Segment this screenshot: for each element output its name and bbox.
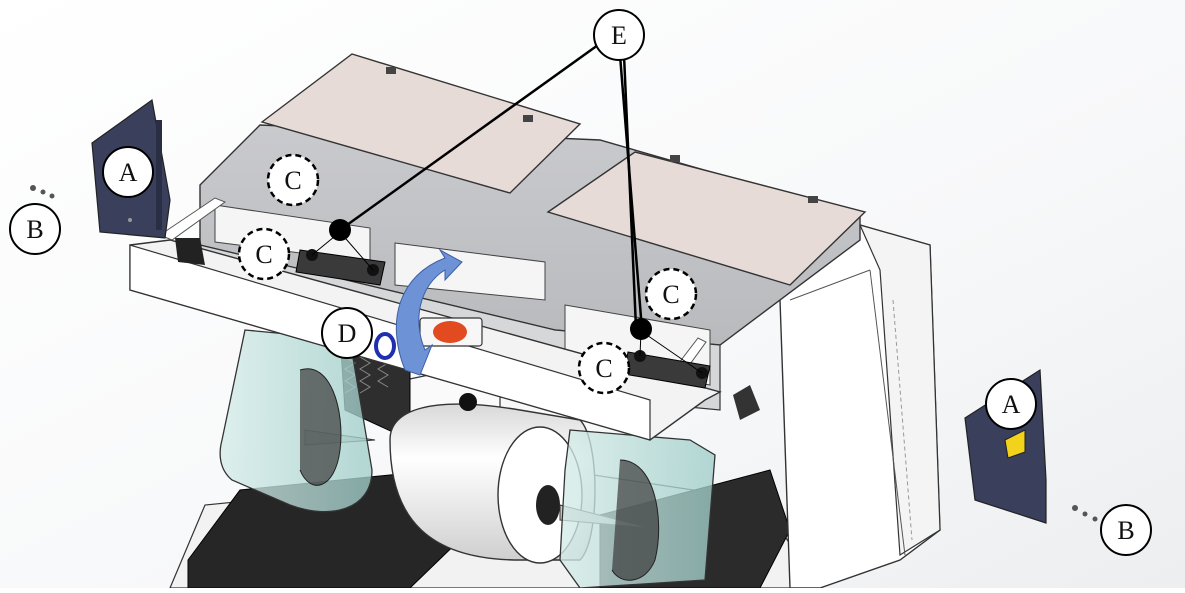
callout-a-left-label: A [119, 158, 138, 187]
callout-a-left: A [102, 146, 154, 198]
callout-c-1: C [266, 153, 320, 207]
callout-c-4: C [577, 341, 631, 395]
callout-c-4-label: C [595, 354, 612, 383]
callout-b-left-label: B [26, 215, 43, 244]
callout-e-label: E [611, 21, 627, 50]
leader-lines-e [339, 43, 644, 331]
callout-c-1-label: C [284, 166, 301, 195]
right-housing [759, 224, 941, 589]
screws-left [30, 185, 55, 199]
rotate-arrow-icon [395, 248, 463, 376]
callout-b-right: B [1100, 504, 1152, 556]
callout-b-left: B [9, 203, 61, 255]
callout-a-right: A [985, 378, 1037, 430]
spindle-knob-icon [459, 393, 477, 411]
marker-e-left [329, 219, 351, 241]
switch-panel [374, 317, 483, 360]
callout-b-right-label: B [1117, 516, 1134, 545]
callout-e: E [593, 9, 645, 61]
callout-c-3: C [644, 267, 698, 321]
detail-leaders [311, 231, 703, 374]
callout-c-2-label: C [255, 240, 272, 269]
callout-c-2: C [237, 227, 291, 281]
callout-a-right-label: A [1002, 390, 1021, 419]
screws-right [1072, 505, 1098, 522]
lid-left [260, 53, 582, 194]
power-button-icon [433, 321, 467, 343]
adjust-knob-icon [374, 332, 396, 360]
callout-d: D [321, 307, 373, 359]
callout-c-3-label: C [662, 280, 679, 309]
shields [219, 329, 716, 589]
warning-label-icon [1004, 429, 1026, 459]
lid-right [546, 151, 867, 286]
callout-d-label: D [338, 319, 357, 348]
